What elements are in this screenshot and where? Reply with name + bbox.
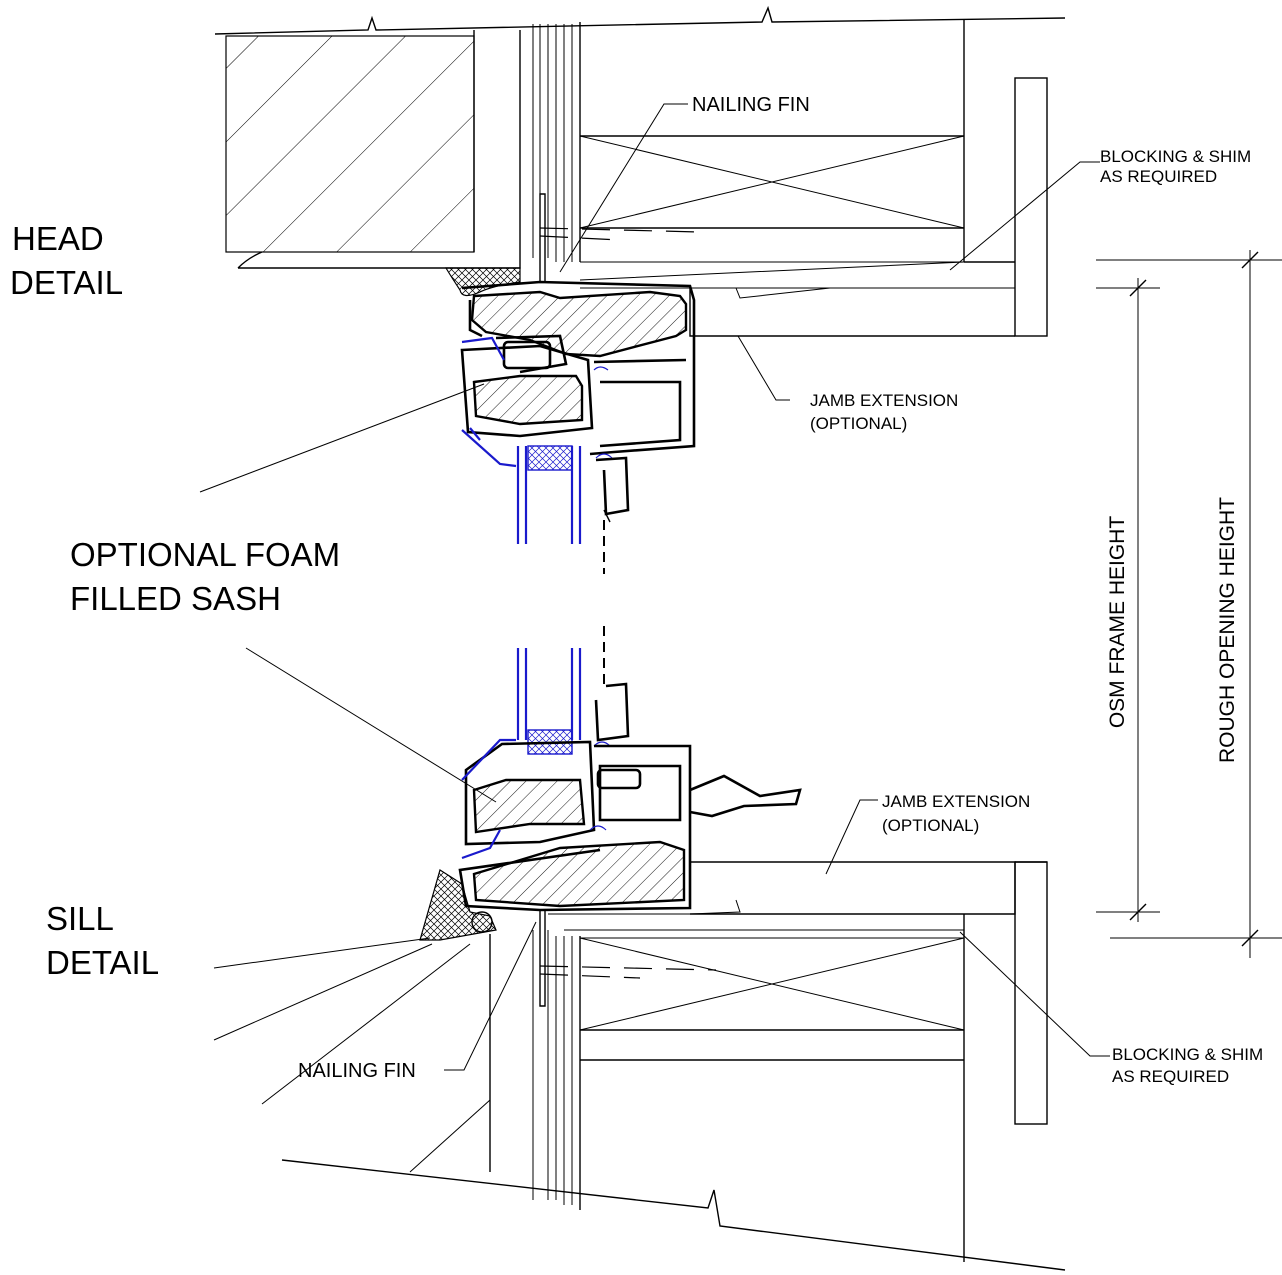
- head-detail-label-line1: HEAD: [12, 220, 104, 257]
- sill-detail-label-line1: SILL: [46, 900, 114, 937]
- dimensions: [1096, 250, 1282, 958]
- labels: HEAD DETAIL OPTIONAL FOAM FILLED SASH SI…: [10, 94, 1263, 1086]
- glazing-unit: [516, 445, 605, 755]
- sill-frame-profile: [419, 682, 802, 1007]
- blocking-label-bottom-line2: AS REQUIRED: [1112, 1067, 1229, 1086]
- head-structure: [214, 5, 1066, 337]
- foam-sash-label-line1: OPTIONAL FOAM: [70, 536, 340, 573]
- blocking-label-top-line2: AS REQUIRED: [1100, 167, 1217, 186]
- rough-opening-height-label: ROUGH OPENING HEIGHT: [1216, 497, 1239, 763]
- blocking-label-bottom-line1: BLOCKING & SHIM: [1112, 1045, 1263, 1064]
- jamb-extension-label-bottom-line2: (OPTIONAL): [882, 816, 979, 835]
- foam-sash-label-line2: FILLED SASH: [70, 580, 281, 617]
- head-detail-label-line2: DETAIL: [10, 264, 123, 301]
- jamb-extension-label-bottom-line1: JAMB EXTENSION: [882, 792, 1030, 811]
- nailing-fin-label-top: NAILING FIN: [692, 94, 810, 116]
- nailing-fin-label-bottom: NAILING FIN: [298, 1060, 416, 1082]
- head-frame-profile: [460, 280, 696, 523]
- sill-detail-label-line2: DETAIL: [46, 944, 159, 981]
- osm-frame-height-label: OSM FRAME HEIGHT: [1106, 516, 1129, 729]
- jamb-extension-label-top-line2: (OPTIONAL): [810, 414, 907, 433]
- blocking-label-top-line1: BLOCKING & SHIM: [1100, 147, 1251, 166]
- sill-structure: [213, 861, 1066, 1271]
- leaders: [199, 103, 1110, 1071]
- jamb-extension-label-top-line1: JAMB EXTENSION: [810, 391, 958, 410]
